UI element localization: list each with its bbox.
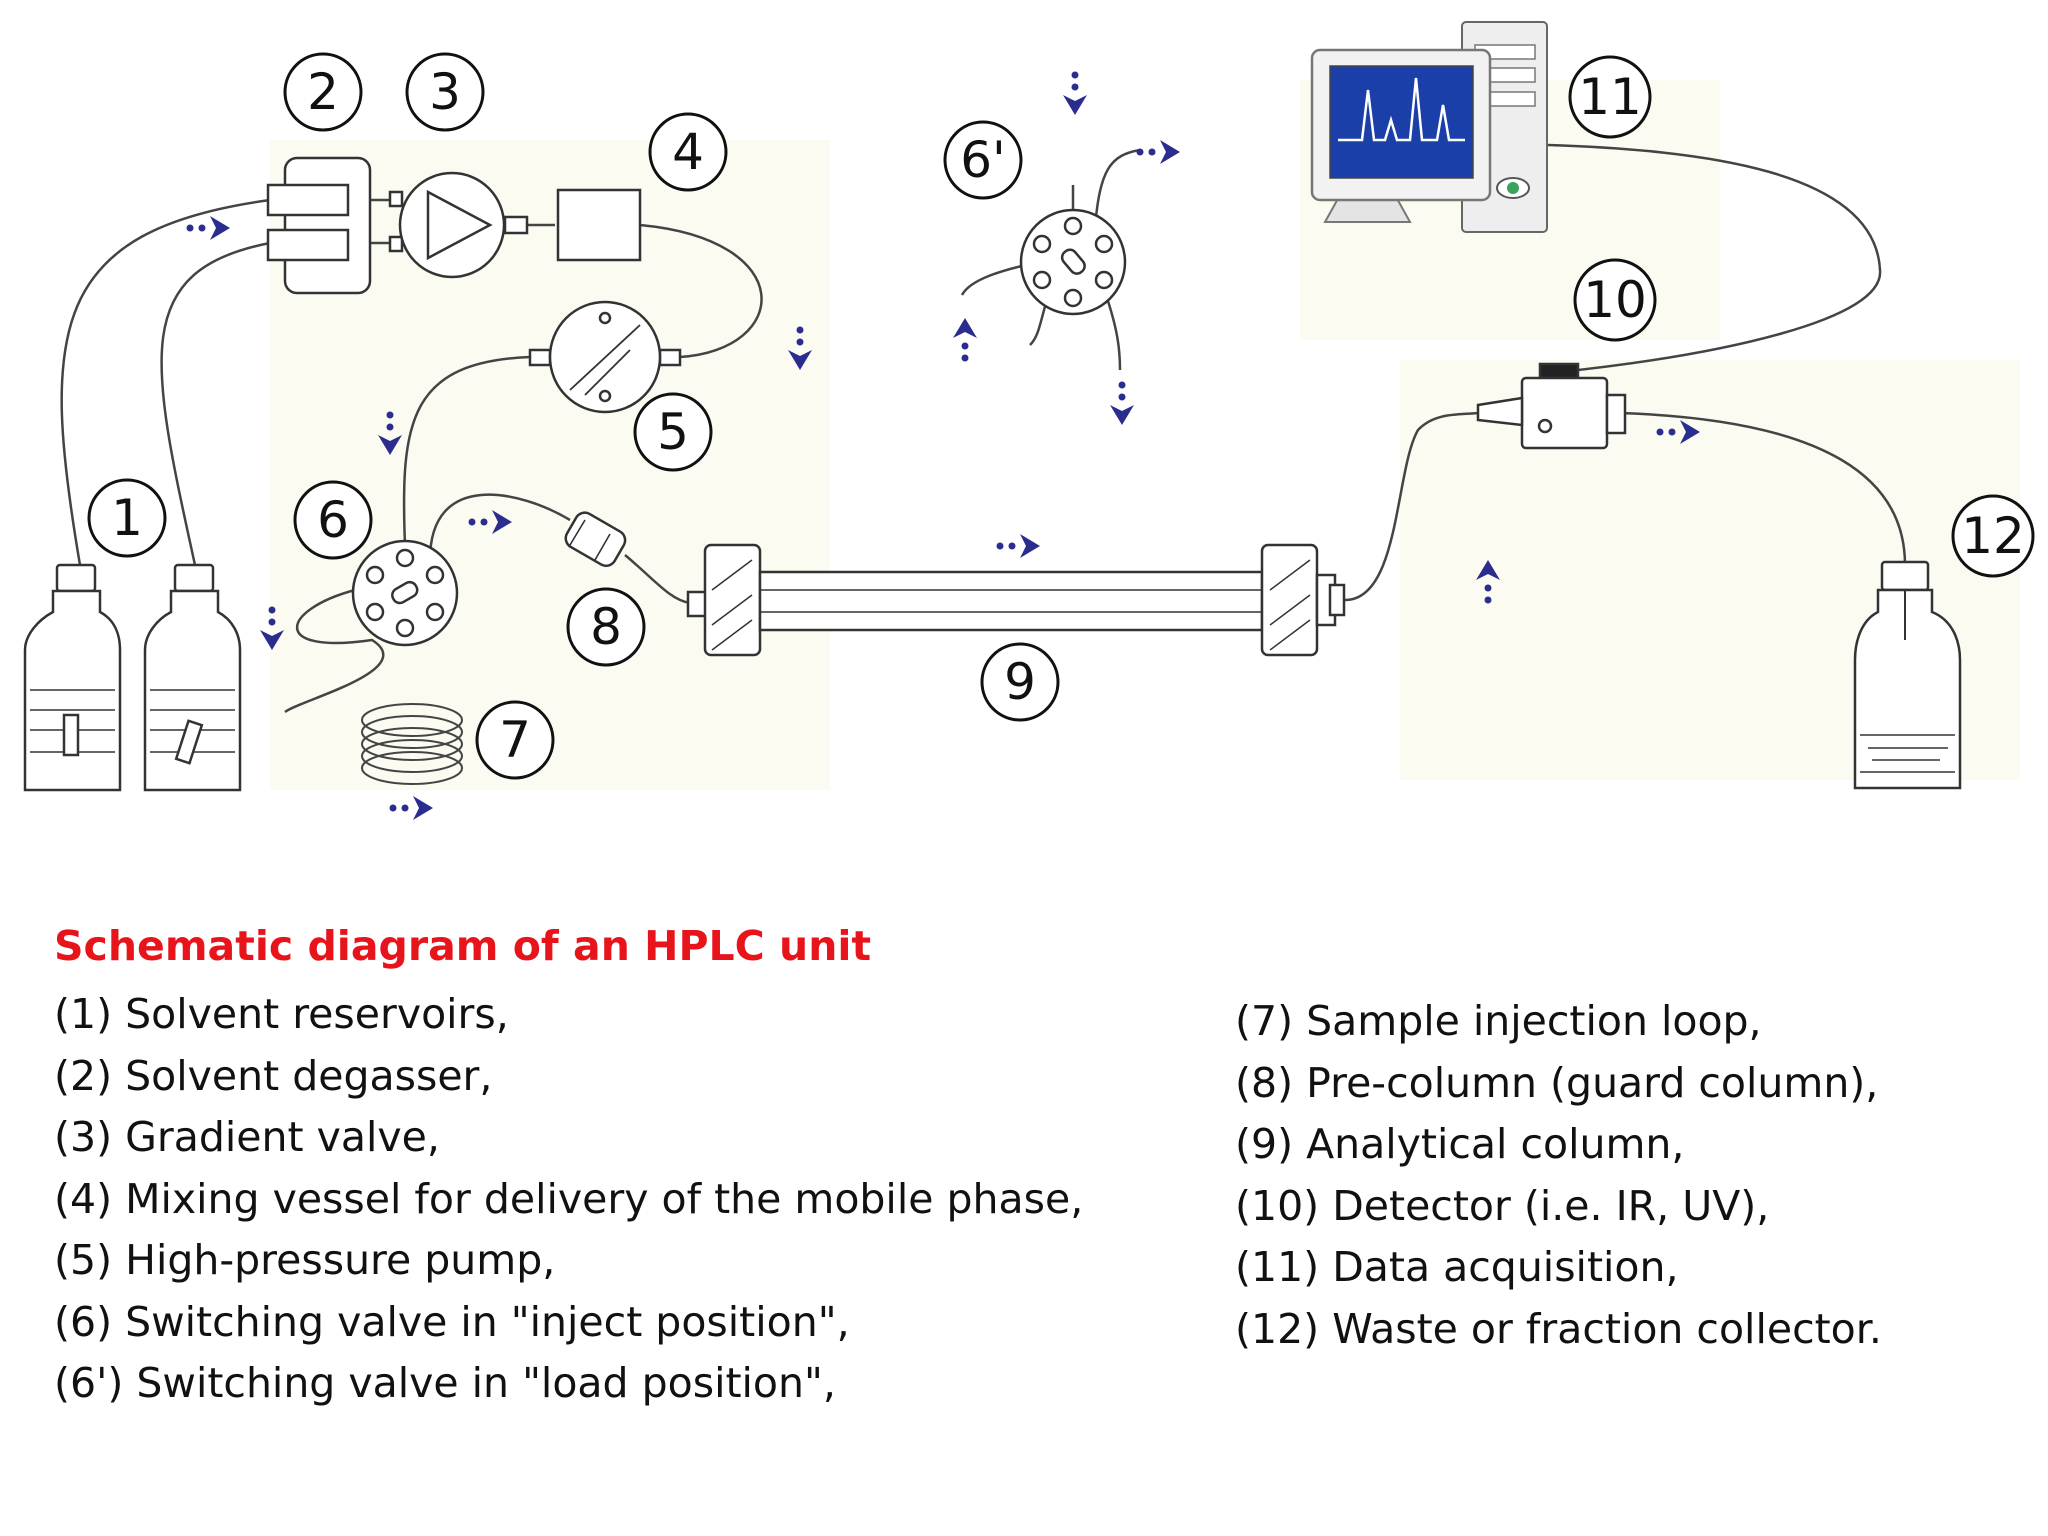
marker-1: 1 — [87, 478, 167, 558]
flow-arrow — [953, 318, 977, 362]
svg-text:8: 8 — [590, 598, 622, 656]
marker-6-prime: 6' — [943, 120, 1023, 200]
svg-text:7: 7 — [499, 711, 531, 769]
legend-item: (10) Detector (i.e. IR, UV), — [1235, 1181, 1770, 1230]
marker-12: 12 — [1951, 494, 2035, 578]
solvent-tube — [160, 241, 271, 566]
flow-arrow — [1063, 71, 1087, 115]
legend-item: (3) Gradient valve, — [54, 1113, 440, 1161]
marker-7: 7 — [475, 700, 555, 780]
marker-2: 2 — [283, 52, 363, 132]
svg-text:5: 5 — [657, 403, 689, 461]
pump-valve-tube — [402, 355, 531, 546]
svg-text:4: 4 — [672, 123, 704, 181]
marker-4: 4 — [648, 112, 728, 192]
signal-cable — [1547, 143, 1882, 374]
marker-10: 10 — [1573, 258, 1657, 342]
legend-item: (9) Analytical column, — [1235, 1120, 1685, 1168]
switching-valve-inject — [351, 539, 459, 647]
solvent-tube — [60, 198, 271, 566]
flow-arrow — [389, 796, 433, 820]
flow-arrow — [1110, 381, 1134, 425]
svg-text:1: 1 — [111, 489, 143, 547]
valve-guard-tube — [428, 493, 571, 561]
mixer-pump-tube — [639, 223, 763, 359]
legend-item: (4) Mixing vessel for delivery of the mo… — [54, 1174, 1084, 1223]
legend-item: (6) Switching valve in "inject position"… — [54, 1297, 850, 1346]
legend-item: (5) High-pressure pump, — [54, 1236, 556, 1284]
svg-text:3: 3 — [429, 63, 461, 121]
detector — [1476, 362, 1627, 450]
legend-item: (2) Solvent degasser, — [54, 1051, 493, 1100]
legend-right: (7) Sample injection loop, (8) Pre-colum… — [1235, 991, 1882, 1360]
legend-item: (7) Sample injection loop, — [1235, 997, 1762, 1045]
svg-text:2: 2 — [307, 63, 339, 121]
svg-text:6': 6' — [960, 131, 1006, 189]
analytical-column — [686, 543, 1346, 657]
svg-text:12: 12 — [1961, 507, 2025, 565]
flow-arrow — [186, 216, 230, 240]
caption-title: Schematic diagram of an HPLC unit — [54, 922, 872, 970]
waste-collector-bottle — [1853, 560, 1962, 790]
legend-item: (1) Solvent reservoirs, — [54, 990, 509, 1038]
marker-9: 9 — [980, 642, 1060, 722]
gradient-valve — [388, 171, 529, 279]
svg-text:11: 11 — [1578, 68, 1642, 126]
marker-3: 3 — [405, 52, 485, 132]
marker-5: 5 — [633, 392, 713, 472]
switching-valve-load — [960, 148, 1141, 371]
legend-item: (11) Data acquisition, — [1235, 1243, 1679, 1291]
detector-waste-tube — [1619, 411, 1907, 566]
sample-injection-loop — [361, 703, 463, 785]
guard-column — [564, 511, 627, 568]
legend-item: (8) Pre-column (guard column), — [1235, 1058, 1879, 1107]
marker-8: 8 — [566, 587, 646, 667]
flow-arrow — [996, 534, 1040, 558]
svg-text:9: 9 — [1004, 653, 1036, 711]
data-acquisition-computer — [1310, 21, 1548, 233]
mixing-vessel — [556, 188, 642, 262]
drain-tube — [284, 588, 385, 714]
solvent-reservoir-bottles — [23, 563, 242, 792]
svg-text:6: 6 — [317, 491, 349, 549]
guard-column-tube — [624, 554, 691, 605]
legend-item: (12) Waste or fraction collector. — [1235, 1304, 1882, 1353]
column-detector-tube — [1344, 411, 1479, 602]
number-markers: 1 2 3 4 5 6 6' 7 — [87, 52, 2035, 780]
legend-item: (6') Switching valve in "load position", — [54, 1359, 836, 1407]
legend-left: (1) Solvent reservoirs, (2) Solvent dega… — [54, 984, 1083, 1415]
marker-6: 6 — [293, 480, 373, 560]
high-pressure-pump — [528, 300, 682, 414]
marker-11: 11 — [1568, 55, 1652, 139]
solvent-degasser — [266, 156, 372, 295]
flow-arrow — [1136, 140, 1180, 164]
hplc-schematic: 1 2 3 4 5 6 6' 7 — [23, 21, 2035, 820]
svg-text:10: 10 — [1583, 271, 1647, 329]
